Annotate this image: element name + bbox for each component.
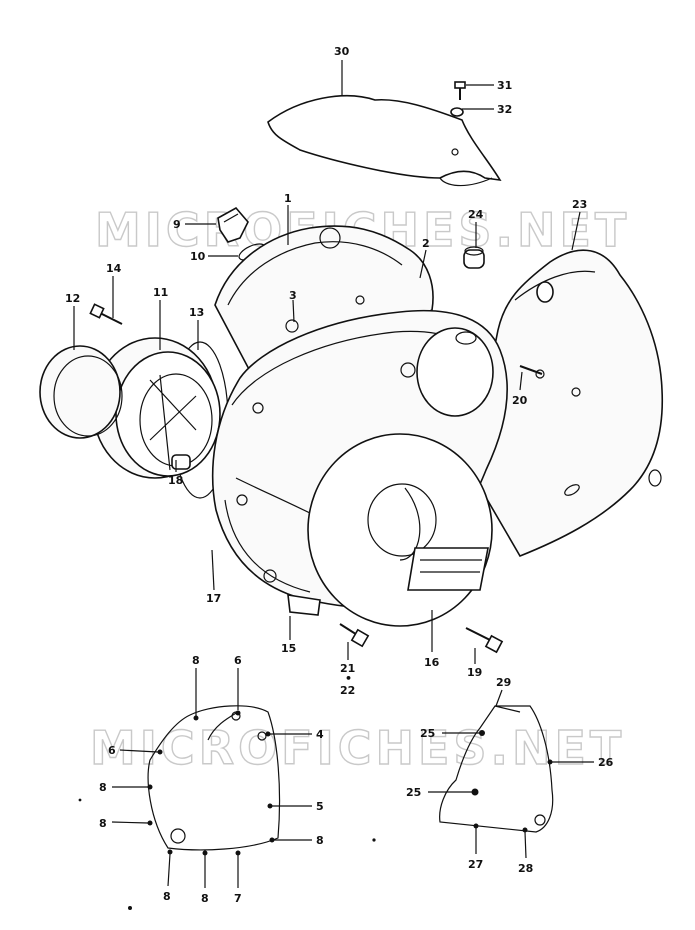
part-15-mount bbox=[287, 594, 321, 616]
callout-14: 14 bbox=[106, 262, 122, 275]
callout-32: 32 bbox=[497, 103, 512, 116]
callout-7: 7 bbox=[234, 892, 242, 905]
callout-1: 1 bbox=[284, 192, 292, 205]
gasket-lower-right bbox=[439, 705, 554, 833]
callout-26: 26 bbox=[598, 756, 614, 769]
callout-19: 19 bbox=[467, 666, 482, 679]
part-16-generator-cap bbox=[307, 433, 493, 627]
callout-5: 5 bbox=[316, 800, 324, 813]
callout-6-left: 6 bbox=[108, 744, 116, 757]
callout-24: 24 bbox=[468, 208, 484, 221]
part-1-main-cover bbox=[214, 225, 434, 392]
callout-20: 20 bbox=[512, 394, 528, 407]
callout-21: 21 bbox=[340, 662, 355, 675]
callout-31: 31 bbox=[497, 79, 512, 92]
part-31-bolt bbox=[454, 81, 466, 100]
callout-30: 30 bbox=[334, 45, 350, 58]
callout-12: 12 bbox=[65, 292, 80, 305]
callout-25-top: 25 bbox=[420, 727, 435, 740]
part-30-cover-plate bbox=[267, 94, 502, 187]
part-24-dowel bbox=[463, 246, 485, 269]
callout-23: 23 bbox=[572, 198, 587, 211]
callout-22: 22 bbox=[340, 684, 355, 697]
callout-3: 3 bbox=[289, 289, 297, 302]
callout-29: 29 bbox=[496, 676, 511, 689]
speck bbox=[372, 838, 376, 842]
part-21-bolt bbox=[339, 623, 370, 648]
callout-8-right: 8 bbox=[316, 834, 324, 847]
part-19-bolt bbox=[465, 627, 504, 654]
callout-25-bottom: 25 bbox=[406, 786, 421, 799]
part-9-filler-cap bbox=[217, 206, 249, 243]
part-20-bolt bbox=[519, 365, 545, 379]
callout-9: 9 bbox=[173, 218, 181, 231]
callout-13: 13 bbox=[189, 306, 204, 319]
speck bbox=[128, 906, 132, 910]
callout-8-bottom-1: 8 bbox=[163, 890, 171, 903]
part-14-bolt bbox=[89, 303, 123, 325]
part-32-washer bbox=[450, 107, 464, 117]
callout-11: 11 bbox=[153, 286, 168, 299]
speck bbox=[78, 798, 82, 802]
callout-4: 4 bbox=[316, 728, 324, 741]
callout-2: 2 bbox=[422, 237, 430, 250]
callout-27: 27 bbox=[468, 858, 483, 871]
callout-8-bottom-2: 8 bbox=[201, 892, 209, 905]
callout-18: 18 bbox=[168, 474, 183, 487]
gasket-lower-left bbox=[147, 705, 281, 856]
part-12-cap bbox=[39, 345, 123, 439]
part-inspection-cap bbox=[416, 327, 494, 417]
callout-6-top: 6 bbox=[234, 654, 242, 667]
callout-15: 15 bbox=[281, 642, 296, 655]
callout-17: 17 bbox=[206, 592, 221, 605]
callout-labels: 30 31 32 1 2 3 9 10 24 23 14 11 12 13 20… bbox=[65, 45, 614, 905]
callout-22-dot: • bbox=[345, 672, 352, 685]
leader-lines bbox=[73, 60, 594, 888]
part-11-generator bbox=[92, 337, 221, 479]
callout-8-left-1: 8 bbox=[99, 781, 107, 794]
part-23-right-cover bbox=[469, 249, 664, 557]
callout-8-top: 8 bbox=[192, 654, 200, 667]
callout-8-left-2: 8 bbox=[99, 817, 107, 830]
callout-16: 16 bbox=[424, 656, 440, 669]
callout-28: 28 bbox=[518, 862, 533, 875]
watermark-bottom: MICROFICHES.NET bbox=[90, 721, 625, 775]
callout-10: 10 bbox=[190, 250, 206, 263]
